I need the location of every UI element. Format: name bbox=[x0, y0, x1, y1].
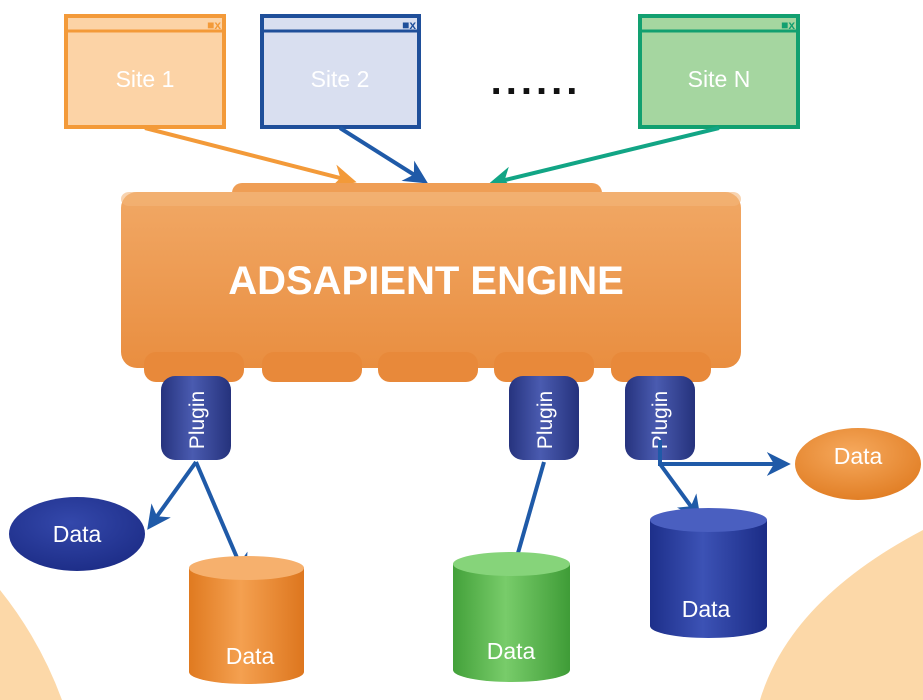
data-cylinder-orange: Data bbox=[189, 556, 304, 684]
window-controls: _■x bbox=[394, 18, 416, 32]
data-ellipse-orange: Data bbox=[795, 428, 921, 500]
engine-port bbox=[611, 352, 711, 382]
siten-arrow bbox=[488, 126, 720, 191]
engine-title: ADSAPIENT ENGINE bbox=[228, 259, 624, 303]
connector-arrow bbox=[194, 461, 248, 579]
data-label: Data bbox=[487, 638, 536, 664]
window-controls: _■x bbox=[199, 18, 221, 32]
engine-port bbox=[144, 352, 244, 382]
data-cylinder-green: Data bbox=[453, 552, 570, 682]
connector-arrow bbox=[147, 460, 198, 530]
site-label: Site N bbox=[688, 66, 751, 92]
plugin-label: Plugin bbox=[534, 391, 557, 449]
plugin-1: Plugin bbox=[161, 376, 231, 460]
data-label: Data bbox=[53, 521, 102, 547]
ellipsis-separator: ...... bbox=[491, 59, 582, 103]
data-cylinder-blue: Data bbox=[650, 508, 767, 638]
site-label: Site 1 bbox=[116, 66, 175, 92]
site-window-n: _■x Site N bbox=[638, 14, 800, 129]
background-arc-right bbox=[760, 530, 923, 700]
plugin-label: Plugin bbox=[649, 391, 672, 449]
site2-arrow bbox=[338, 126, 429, 184]
plugin-2: Plugin bbox=[509, 376, 579, 460]
background-arc-left bbox=[0, 590, 62, 700]
plugin-label: Plugin bbox=[186, 391, 209, 449]
plugin-3: Plugin bbox=[625, 376, 695, 460]
connector-arrow bbox=[658, 462, 701, 520]
data-label: Data bbox=[834, 443, 883, 469]
data-ellipse-blue: Data bbox=[9, 497, 145, 571]
site-window-2: _■x Site 2 bbox=[260, 14, 421, 129]
data-label: Data bbox=[226, 643, 275, 669]
engine-block: ADSAPIENT ENGINE bbox=[121, 183, 741, 382]
site-window-1: _■x Site 1 bbox=[64, 14, 226, 129]
engine-port bbox=[262, 352, 362, 382]
data-label: Data bbox=[682, 596, 731, 622]
site-label: Site 2 bbox=[311, 66, 370, 92]
engine-port bbox=[494, 352, 594, 382]
engine-port bbox=[378, 352, 478, 382]
window-controls: _■x bbox=[773, 18, 795, 32]
site1-arrow bbox=[144, 126, 357, 188]
